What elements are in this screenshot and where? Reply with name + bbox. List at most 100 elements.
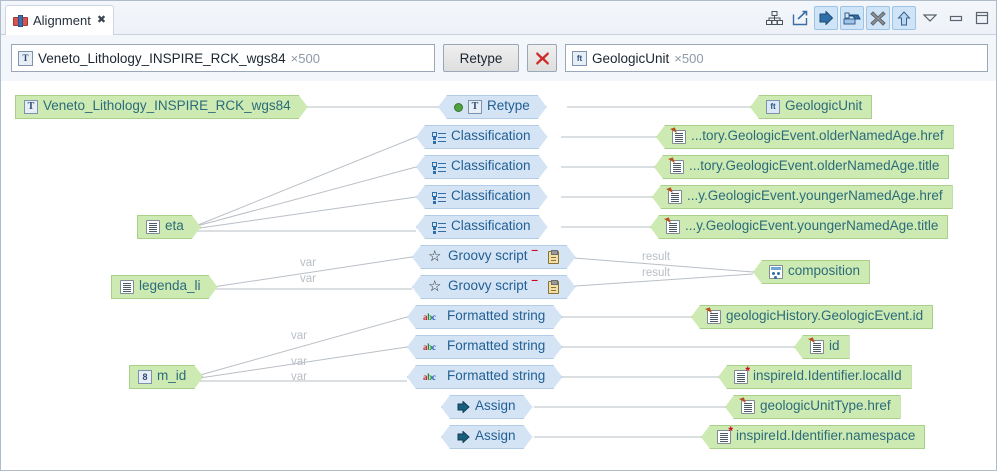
script-warning-icon: ‾: [532, 278, 537, 293]
target-type-field[interactable]: ft GeologicUnit ×500: [565, 44, 988, 72]
function-node-groovy-script[interactable]: ☆ Groovy script ‾: [412, 275, 576, 299]
script-warning-icon: ‾: [532, 248, 537, 263]
delete-icon[interactable]: [866, 6, 890, 30]
target-node-label: inspireId.Identifier.localId: [753, 368, 902, 384]
type-badge-icon: T: [468, 100, 482, 114]
edge-label-result: result: [642, 267, 671, 279]
export-icon[interactable]: [788, 6, 812, 30]
function-node-formatted-string[interactable]: abc Formatted string: [407, 335, 562, 359]
function-node-label: Assign: [475, 428, 516, 444]
function-node-groovy-script[interactable]: ☆ Groovy script ‾: [412, 245, 576, 269]
assign-arrow-icon: [457, 401, 470, 413]
document-arrow-icon: [668, 190, 682, 204]
connection-edges: [192, 106, 794, 438]
document-required-icon: [734, 365, 750, 384]
edge-label-var: var: [291, 330, 307, 342]
clipboard-icon: [548, 281, 559, 294]
document-arrow-icon: [670, 160, 684, 174]
function-node-classification[interactable]: Classification: [416, 125, 548, 149]
function-node-label: Groovy script: [448, 278, 528, 294]
source-type-count: ×500: [290, 50, 320, 66]
source-node-eta[interactable]: eta: [137, 215, 201, 239]
target-node-property[interactable]: id: [794, 335, 850, 359]
target-node-property[interactable]: inspireId.Identifier.localId: [718, 365, 912, 389]
document-required-icon: [717, 425, 733, 444]
number-badge-icon: 8: [138, 370, 152, 384]
document-icon: [120, 280, 134, 294]
function-node-formatted-string[interactable]: abc Formatted string: [407, 365, 562, 389]
source-node-legenda-li[interactable]: legenda_li: [111, 275, 218, 299]
formatted-string-icon: abc: [423, 372, 436, 382]
source-node-label: legenda_li: [139, 278, 201, 294]
retype-button[interactable]: Retype: [443, 44, 519, 72]
function-node-formatted-string[interactable]: abc Formatted string: [407, 305, 562, 329]
source-node-label: m_id: [157, 368, 187, 384]
target-node-label: ...y.GeologicEvent.youngerNamedAge.href: [687, 188, 943, 204]
status-dot-icon: [454, 103, 463, 112]
function-node-classification[interactable]: Classification: [416, 155, 548, 179]
function-node-label: Retype: [487, 98, 530, 114]
source-type-field[interactable]: T Veneto_Lithology_INSPIRE_RCK_wgs84 ×50…: [11, 44, 435, 72]
composition-icon: [769, 265, 783, 279]
type-badge-icon: T: [18, 50, 33, 66]
function-node-assign[interactable]: Assign: [441, 395, 533, 419]
tab-bar: Alignment ✖: [1, 1, 996, 35]
target-node-label: ...y.GeologicEvent.youngerNamedAge.title: [685, 218, 939, 234]
target-node-property[interactable]: geologicHistory.GeologicEvent.id: [691, 305, 934, 329]
edge-label-var: var: [291, 356, 307, 368]
target-node-geologicunit[interactable]: ft GeologicUnit: [750, 95, 873, 119]
function-node-label: Formatted string: [447, 308, 546, 324]
document-arrow-icon: [810, 340, 824, 354]
view-toolbar: [762, 5, 994, 31]
tab-alignment[interactable]: Alignment ✖: [5, 5, 115, 35]
document-arrow-icon: [741, 400, 755, 414]
alignment-canvas[interactable]: var var var var var result result T Vene…: [1, 81, 996, 470]
star-icon: ☆: [428, 278, 442, 295]
formatted-string-icon: abc: [423, 342, 436, 352]
source-type-name: Veneto_Lithology_INSPIRE_RCK_wgs84: [38, 50, 286, 66]
type-badge-icon: T: [24, 100, 38, 114]
target-node-property[interactable]: ...y.GeologicEvent.youngerNamedAge.href: [652, 185, 953, 209]
target-node-property[interactable]: ...tory.GeologicEvent.olderNamedAge.href: [656, 125, 954, 149]
function-node-assign[interactable]: Assign: [441, 425, 533, 449]
function-node-label: Groovy script: [448, 248, 528, 264]
target-node-property[interactable]: geologicUnitType.href: [725, 395, 901, 419]
document-icon: [146, 220, 160, 234]
function-node-retype[interactable]: T Retype: [438, 95, 547, 119]
source-node-m-id[interactable]: 8 m_id: [129, 365, 203, 389]
hierarchy-icon[interactable]: [762, 6, 786, 30]
target-type-count: ×500: [674, 50, 704, 66]
target-node-property[interactable]: inspireId.Identifier.namespace: [701, 425, 926, 449]
source-node-root[interactable]: T Veneto_Lithology_INSPIRE_RCK_wgs84: [15, 95, 308, 119]
load-icon[interactable]: [840, 6, 864, 30]
classification-icon: [432, 190, 446, 204]
filter-row: T Veneto_Lithology_INSPIRE_RCK_wgs84 ×50…: [1, 35, 996, 81]
alignment-icon: [13, 14, 28, 27]
target-node-label: id: [829, 338, 840, 354]
target-node-composition[interactable]: composition: [753, 260, 871, 284]
chevron-down-icon[interactable]: [918, 6, 942, 30]
classification-icon: [432, 160, 446, 174]
function-node-classification[interactable]: Classification: [416, 215, 548, 239]
edge-label-var: var: [300, 273, 316, 285]
assign-arrow-icon: [457, 431, 470, 443]
function-node-classification[interactable]: Classification: [416, 185, 548, 209]
maximize-icon[interactable]: [970, 6, 994, 30]
minimize-icon[interactable]: [944, 6, 968, 30]
close-icon[interactable]: ✖: [96, 14, 106, 26]
edge-label-result: result: [642, 251, 671, 263]
target-node-property[interactable]: ...y.GeologicEvent.youngerNamedAge.title: [650, 215, 949, 239]
classification-icon: [432, 220, 446, 234]
function-node-label: Classification: [451, 158, 531, 174]
function-node-label: Classification: [451, 128, 531, 144]
edge-label-var: var: [300, 257, 316, 269]
document-arrow-icon: [672, 130, 686, 144]
classification-icon: [432, 130, 446, 144]
next-arrow-icon[interactable]: [814, 6, 838, 30]
clear-button[interactable]: [527, 44, 557, 72]
target-node-label: inspireId.Identifier.namespace: [736, 428, 916, 444]
up-arrow-icon[interactable]: [892, 6, 916, 30]
feature-type-badge-icon: ft: [572, 50, 587, 66]
target-node-property[interactable]: ...tory.GeologicEvent.olderNamedAge.titl…: [654, 155, 950, 179]
